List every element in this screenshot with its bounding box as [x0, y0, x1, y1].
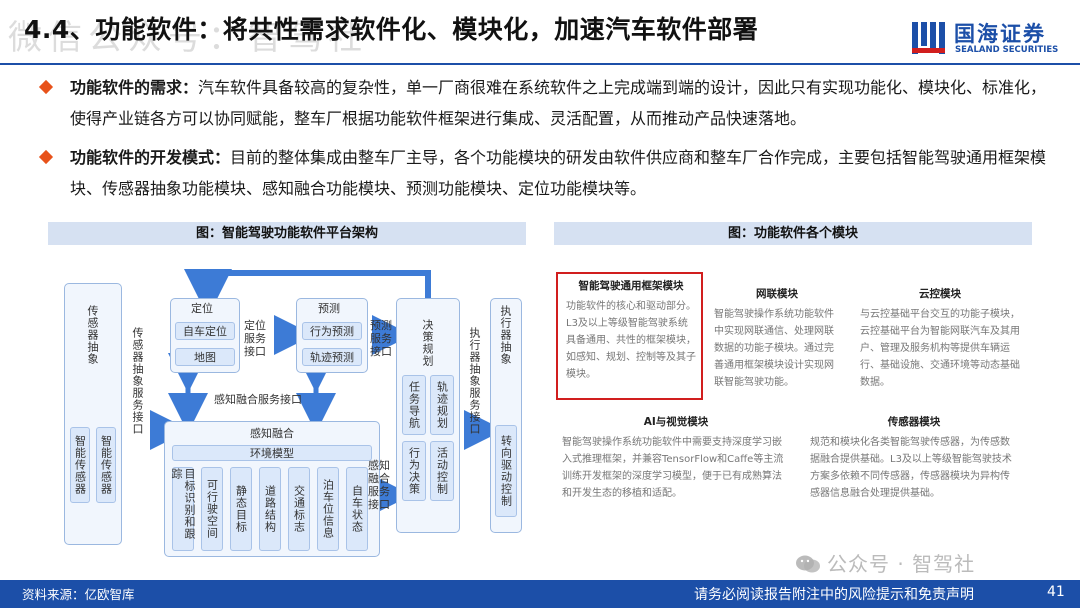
logo-name-en: SEALAND SECURITIES [955, 45, 1059, 55]
location-cell: 地图 [175, 348, 235, 366]
smart-sensor-cell: 智能传感器 [70, 427, 90, 503]
prediction-cell: 行为预测 [302, 322, 362, 340]
steering-control-cell: 转向驱动控制 [495, 425, 517, 517]
location-title: 定位 [191, 302, 213, 315]
fusion-cell: 静态目标 [230, 467, 252, 551]
module-title: 智能驾驶通用框架模块 [578, 280, 684, 292]
module-connectivity: 网联模块 智能驾驶操作系统功能软件中实现网联通信、处理网联数据的功能子模块。通过… [714, 286, 840, 391]
module-general-framework: 智能驾驶通用框架模块 功能软件的核心和驱动部分。L3及以上等级智能驾驶系统具备通… [566, 278, 696, 383]
bullet-label: 功能软件的需求： [70, 78, 199, 97]
footer-source: 资料来源：亿欧智库 [22, 587, 135, 602]
bullet-demand: 功能软件的需求：汽车软件具备较高的复杂性，单一厂商很难在系统软件之上完成端到端的… [38, 72, 1054, 134]
page-number: 41 [1047, 584, 1065, 600]
bullet-dev-mode: 功能软件的开发模式：目前的整体集成由整车厂主导，各个功能模块的研发由软件供应商和… [38, 142, 1054, 204]
smart-sensor-cell: 智能传感器 [96, 427, 116, 503]
footer-bar [0, 580, 1080, 608]
fusion-cell: 泊车位信息 [317, 467, 339, 551]
location-interface: 定位服务接口 [244, 319, 266, 358]
prediction-cell: 轨迹预测 [302, 348, 362, 366]
location-cell: 自车定位 [175, 322, 235, 340]
wechat-watermark-text: 公众号 · 智驾社 [827, 552, 976, 576]
module-title: 传感器模块 [887, 416, 941, 428]
module-title: AI与视觉模块 [643, 416, 709, 428]
fusion-cell: 目标识别和跟踪 [170, 467, 196, 551]
sensor-abstraction-label: 传感器抽象 [86, 305, 99, 365]
wechat-watermark: 公众号 · 智驾社 [795, 548, 975, 577]
prediction-interface: 预测服务接口 [370, 319, 392, 358]
executor-interface: 执行器抽象服务接口 [468, 327, 481, 435]
decision-cell: 任务导航 [402, 375, 426, 435]
top-watermark: 微信公众号：智驾社 [8, 18, 368, 58]
executor-title: 执行器抽象 [499, 305, 512, 365]
decision-title: 决策规划 [421, 319, 434, 367]
module-ai-vision: AI与视觉模块 智能驾驶操作系统功能软件中需要支持深度学习嵌入式推理框架，并兼容… [562, 414, 790, 502]
fusion-title: 感知融合 [250, 427, 294, 440]
sealand-logo: 国海证券 SEALAND SECURITIES [910, 18, 1060, 60]
environment-model-cell: 环境模型 [172, 445, 372, 461]
module-text: 智能驾驶操作系统功能软件中实现网联通信、处理网联数据的功能子模块。通过完善通用框… [714, 309, 834, 388]
fusion-cell: 道路结构 [259, 467, 281, 551]
module-text: 与云控基础平台交互的功能子模块，云控基础平台为智能网联汽车及其用户、管理及服务机… [860, 309, 1020, 388]
bullet-text: 目前的整体集成由整车厂主导，各个功能模块的研发由软件供应商和整车厂合作完成，主要… [70, 148, 1047, 198]
figure-left-title: 图：智能驾驶功能软件平台架构 [48, 222, 526, 245]
fusion-cell: 自车状态 [346, 467, 368, 551]
module-text: 规范和模块化各类智能驾驶传感器，为传感数据融合提供基础。L3及以上等级智能驾驶技… [810, 437, 1012, 499]
sealand-logo-icon [912, 22, 945, 54]
decision-cell: 轨迹规划 [430, 375, 454, 435]
sensor-abstraction-interface: 传感器抽象服务接口 [131, 327, 144, 435]
decision-cell: 活动控制 [430, 441, 454, 501]
footer-disclaimer: 请务必阅读报告附注中的风险提示和免责声明 [694, 587, 974, 603]
diagram-arrows [150, 269, 504, 515]
architecture-diagram: 传感器抽象 智能传感器 智能传感器 传感器抽象服务接口 定位 自车定位 地图 定… [48, 255, 526, 580]
module-sensor: 传感器模块 规范和模块化各类智能驾驶传感器，为传感数据融合提供基础。L3及以上等… [810, 414, 1018, 502]
header-divider [0, 63, 1080, 65]
fusion-interface-right: 感知融合服务接口 [368, 459, 390, 511]
bullet-label: 功能软件的开发模式： [70, 148, 231, 167]
module-text: 智能驾驶操作系统功能软件中需要支持深度学习嵌入式推理框架，并兼容TensorFl… [562, 437, 784, 499]
fusion-interface-label: 感知融合服务接口 [214, 393, 302, 406]
module-title: 网联模块 [756, 288, 798, 300]
fusion-cell: 交通标志 [288, 467, 310, 551]
highlight-box [556, 272, 703, 400]
modules-panel: 智能驾驶通用框架模块 功能软件的核心和驱动部分。L3及以上等级智能驾驶系统具备通… [556, 268, 1036, 522]
fusion-cell: 可行驶空间 [201, 467, 223, 551]
module-title: 云控模块 [919, 288, 961, 300]
figure-right-title: 图：功能软件各个模块 [554, 222, 1032, 245]
page-title: 4.4、功能软件：将共性需求软件化、模块化，加速汽车软件部署 [24, 15, 759, 44]
prediction-title: 预测 [318, 302, 340, 315]
logo-name-cn: 国海证券 [954, 22, 1046, 46]
wechat-icon [796, 555, 820, 573]
decision-cell: 行为决策 [402, 441, 426, 501]
module-text: 功能软件的核心和驱动部分。L3及以上等级智能驾驶系统具备通用、共性的框架模块，如… [566, 301, 696, 380]
bullet-text: 汽车软件具备较高的复杂性，单一厂商很难在系统软件之上完成端到端的设计，因此只有实… [70, 78, 1047, 128]
module-cloud-control: 云控模块 与云控基础平台交互的功能子模块，云控基础平台为智能网联汽车及其用户、管… [860, 286, 1020, 391]
